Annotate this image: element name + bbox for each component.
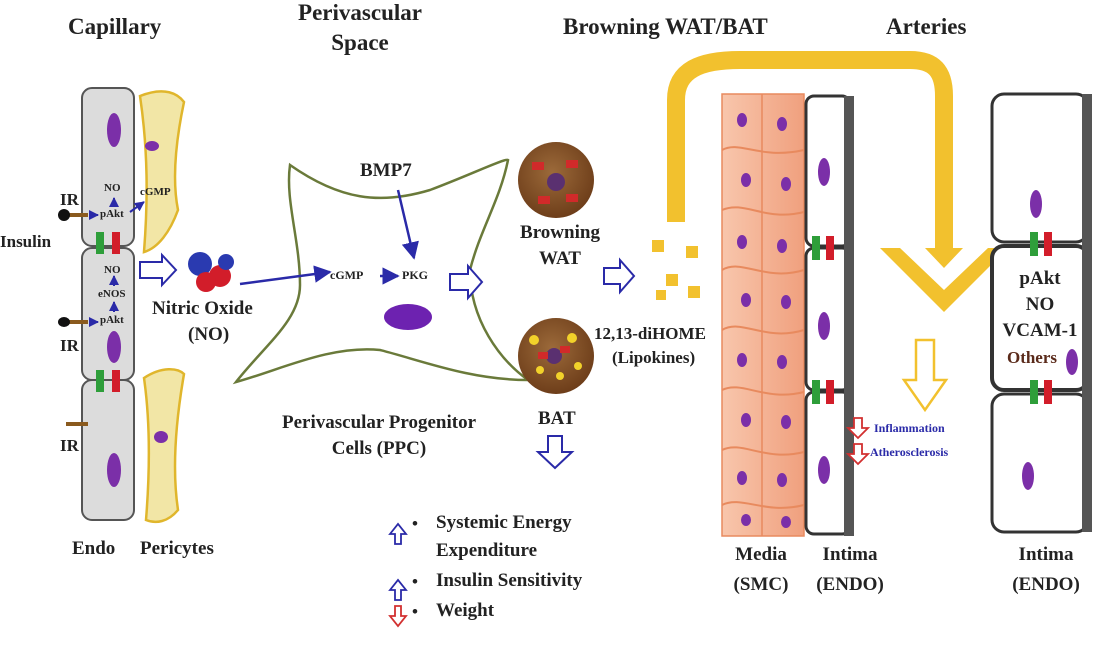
lipokine-square <box>656 290 666 300</box>
media-label-2: (SMC) <box>733 574 789 595</box>
blue-up-arrow-icon <box>388 522 408 545</box>
red-down-arrow-icon <box>845 443 871 466</box>
ir-label-bottom: IR <box>60 436 79 455</box>
smc-media-layer <box>721 93 805 537</box>
inflammation-label: Inflammation <box>874 421 945 435</box>
bat-label: BAT <box>538 408 576 429</box>
lipokine-square <box>652 240 664 252</box>
lipokine-label-1: 12,13-diHOME <box>594 324 706 343</box>
yellow-hollow-down-arrow <box>901 338 949 413</box>
bullet: • <box>412 602 418 621</box>
bmp7-label: BMP7 <box>360 160 412 181</box>
atherosclerosis-label: Atherosclerosis <box>870 445 949 459</box>
pericyte-bottom <box>142 368 186 524</box>
vcam-label: VCAM-1 <box>1002 320 1078 341</box>
red-down-arrow-icon <box>845 417 871 440</box>
endo-cell-bottom <box>81 379 135 521</box>
ir-label-mid: IR <box>60 336 79 355</box>
hollow-arrow-right <box>139 252 178 288</box>
header-browning: Browning WAT/BAT <box>563 14 768 39</box>
pkg-label: PKG <box>402 268 428 282</box>
hollow-arrow-right <box>449 263 484 301</box>
nitric-oxide-label: Nitric Oxide <box>152 298 253 319</box>
bullet: • <box>412 514 418 533</box>
lipokine-square <box>688 286 700 298</box>
others-label: Others <box>1006 348 1058 367</box>
ir-label-top: IR <box>60 190 79 209</box>
lipokine-label-2: (Lipokines) <box>612 348 696 367</box>
right-intima-stack <box>990 92 1092 534</box>
red-down-arrow-icon <box>388 605 408 628</box>
right-intima-label-2: (ENDO) <box>1012 574 1080 595</box>
nitric-oxide-molecule-icon <box>188 252 234 292</box>
blue-up-arrow-icon <box>388 578 408 601</box>
header-capillary: Capillary <box>68 14 162 39</box>
ppc-nucleus <box>384 304 432 330</box>
nucleus <box>107 453 121 487</box>
insulin-receptor-icon <box>58 209 88 221</box>
outcome-arrows <box>388 522 408 628</box>
cgmp-label-capillary: cGMP <box>140 186 171 198</box>
no-label-mid: NO <box>104 264 121 276</box>
endo-label: Endo <box>72 538 116 559</box>
junction-red <box>112 370 120 392</box>
browning-wat-label-1: Browning <box>520 222 600 243</box>
lipokine-square <box>686 246 698 258</box>
pakt-label-mid: pAkt <box>100 314 124 326</box>
ppc-label-line2: Cells (PPC) <box>331 438 427 459</box>
hollow-arrow-right <box>603 257 636 295</box>
enos-label: eNOS <box>98 288 126 300</box>
media-label-1: Media <box>735 544 787 565</box>
ppc-cell-outline <box>232 158 532 385</box>
bullet: • <box>412 572 418 591</box>
right-intima-label-1: Intima <box>1018 544 1074 565</box>
pericytes-label: Pericytes <box>140 538 214 559</box>
intima-endo-layer <box>804 94 854 536</box>
nucleus <box>154 431 168 443</box>
hollow-arrow-down <box>535 435 575 470</box>
no-label-top: NO <box>104 182 121 194</box>
yellow-arc-arrow <box>667 51 953 250</box>
insulin-label: Insulin <box>0 232 52 251</box>
junction-green <box>96 232 104 254</box>
adipose-group <box>518 142 700 470</box>
header-space: Space <box>331 30 389 55</box>
artery-group <box>667 51 1092 537</box>
outcome-energy-line2: Expenditure <box>436 540 538 561</box>
insulin-receptor-icon <box>58 317 88 327</box>
nucleus <box>107 113 121 147</box>
outcome-insulin: Insulin Sensitivity <box>436 570 583 591</box>
ppc-group <box>232 158 532 385</box>
no-label-artery: NO <box>1025 294 1055 315</box>
browning-wat-label-2: WAT <box>539 248 581 269</box>
outcome-energy-line1: Systemic Energy <box>436 512 572 533</box>
pericyte-top <box>138 90 186 254</box>
header-perivascular: Perivascular <box>298 0 422 25</box>
outcome-weight: Weight <box>436 600 495 621</box>
header-arteries: Arteries <box>886 14 967 39</box>
junction-red <box>112 232 120 254</box>
nitric-oxide-abbrev: (NO) <box>188 324 230 345</box>
capillary-group <box>58 87 186 524</box>
intima-label-1: Intima <box>822 544 878 565</box>
junction-green <box>96 370 104 392</box>
cgmp-label-ppc: cGMP <box>330 268 364 282</box>
nucleus <box>145 141 159 151</box>
pakt-label-top: pAkt <box>100 208 124 220</box>
pakt-label-artery: pAkt <box>1019 268 1061 289</box>
endo-cell-top <box>81 87 135 247</box>
ppc-label-line1: Perivascular Progenitor <box>282 412 476 433</box>
intima-label-2: (ENDO) <box>816 574 884 595</box>
lipokine-square <box>666 274 678 286</box>
nucleus <box>107 331 121 363</box>
